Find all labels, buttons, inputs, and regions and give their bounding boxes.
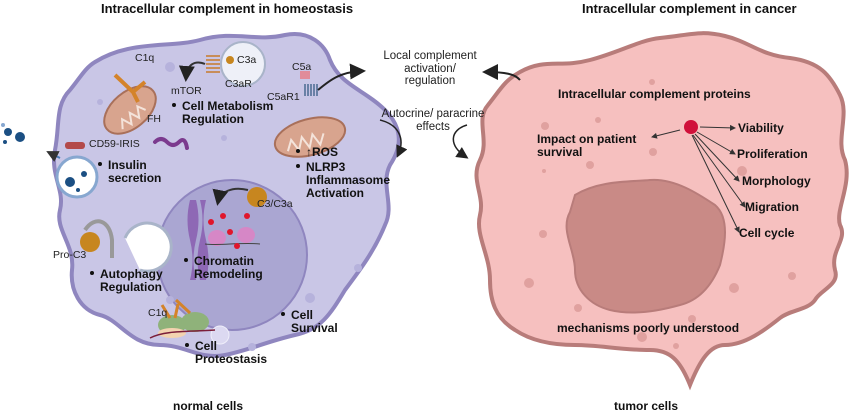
arrow-impact bbox=[651, 129, 681, 139]
label-c3a: C3a bbox=[237, 54, 257, 66]
arrow-to-local bbox=[317, 63, 366, 91]
function-cell-metabolism: Cell Metabolism Regulation bbox=[172, 99, 273, 126]
label-mtor: mTOR bbox=[171, 85, 202, 97]
function-cell-proteostasis: Cell Proteostasis bbox=[185, 339, 267, 366]
title-homeostasis: Intracellular complement in homeostasis bbox=[101, 1, 354, 16]
function-cell-survival: Cell Survival bbox=[281, 308, 338, 335]
c5ar1-receptor-icon bbox=[304, 84, 318, 96]
arrow-tumor-to-local bbox=[482, 64, 521, 81]
effect-migration: Migration bbox=[745, 200, 799, 214]
tumor-nucleus bbox=[565, 178, 726, 314]
label-c1q-top: C1q bbox=[135, 52, 155, 64]
label-c5a: C5a bbox=[292, 61, 312, 73]
arrow-viability bbox=[699, 124, 736, 131]
cytoplasm-speckles bbox=[97, 62, 363, 351]
c3-to-chromatin-arrow bbox=[212, 187, 249, 206]
secretion-arrow bbox=[46, 151, 61, 162]
effect-morphology: Morphology bbox=[742, 174, 811, 188]
function-chromatin-remodeling: Chromatin Remodeling bbox=[184, 254, 263, 281]
mechanisms-note: mechanisms poorly understood bbox=[557, 321, 740, 335]
arrow-cell-cycle bbox=[691, 134, 740, 233]
label-cd59-iris: CD59-IRIS bbox=[89, 138, 140, 150]
c3a-icon bbox=[226, 56, 234, 64]
label-fh: FH bbox=[147, 113, 161, 125]
arrow-autocrine-tumor bbox=[452, 124, 469, 159]
mitochondrion-icon bbox=[273, 116, 347, 158]
function-nlrp3: NLRP3 Inflammasome Activation bbox=[296, 160, 390, 201]
arrow-autocrine-normal bbox=[379, 119, 408, 158]
label-c3ar: C3aR bbox=[225, 78, 252, 90]
c3ar-receptor-icon bbox=[206, 55, 220, 73]
function-ros: ↑ROS bbox=[296, 145, 338, 159]
tumor-speckles bbox=[524, 79, 796, 349]
dna-strand bbox=[204, 242, 261, 246]
secreted-granules bbox=[1, 123, 25, 144]
complement-protein-dot bbox=[684, 120, 698, 134]
function-insulin-secretion: Insulin secretion bbox=[98, 158, 161, 185]
cd59-iris-icon bbox=[65, 142, 85, 149]
c3ar-vesicle bbox=[220, 41, 266, 87]
label-c1q-bottom: C1q bbox=[148, 307, 168, 319]
arrow-migration bbox=[692, 134, 746, 208]
arrow-proliferation bbox=[696, 131, 736, 155]
effect-cell-cycle: Cell cycle bbox=[739, 226, 795, 240]
histone-marks bbox=[208, 213, 250, 249]
arrow-morphology bbox=[694, 133, 740, 182]
vesicle bbox=[210, 325, 230, 345]
effect-arrows bbox=[651, 124, 746, 233]
effect-proliferation: Proliferation bbox=[737, 147, 808, 161]
insulin-vesicle bbox=[55, 155, 99, 199]
fh-icon bbox=[153, 137, 189, 150]
chromosome-icon bbox=[187, 200, 209, 280]
nucleosome-icon bbox=[208, 227, 255, 246]
footer-normal-cells: normal cells bbox=[173, 399, 244, 413]
mitochondrion-icon bbox=[103, 85, 157, 135]
c3-complement-icon bbox=[247, 187, 267, 207]
footer-tumor-cells: tumor cells bbox=[614, 399, 679, 413]
tumor-header: Intracellular complement proteins bbox=[558, 87, 751, 101]
autophagosome-icon bbox=[123, 221, 173, 273]
c5a-icon bbox=[300, 71, 310, 79]
mtor-arrow bbox=[178, 61, 206, 82]
pro-c3-icon bbox=[80, 232, 100, 252]
label-c5ar1: C5aR1 bbox=[267, 91, 300, 103]
ribosome-c1q-icon bbox=[149, 298, 216, 339]
label-c3-c3a: C3/C3a bbox=[257, 198, 293, 210]
c1q-icon bbox=[113, 73, 147, 103]
insulin-granules bbox=[65, 171, 87, 192]
atg-complex-icon bbox=[83, 219, 114, 258]
function-autophagy-regulation: Autophagy Regulation bbox=[90, 267, 163, 294]
title-cancer: Intracellular complement in cancer bbox=[582, 1, 797, 16]
effect-viability: Viability bbox=[738, 121, 784, 135]
label-pro-c3: Pro-C3 bbox=[53, 249, 87, 261]
